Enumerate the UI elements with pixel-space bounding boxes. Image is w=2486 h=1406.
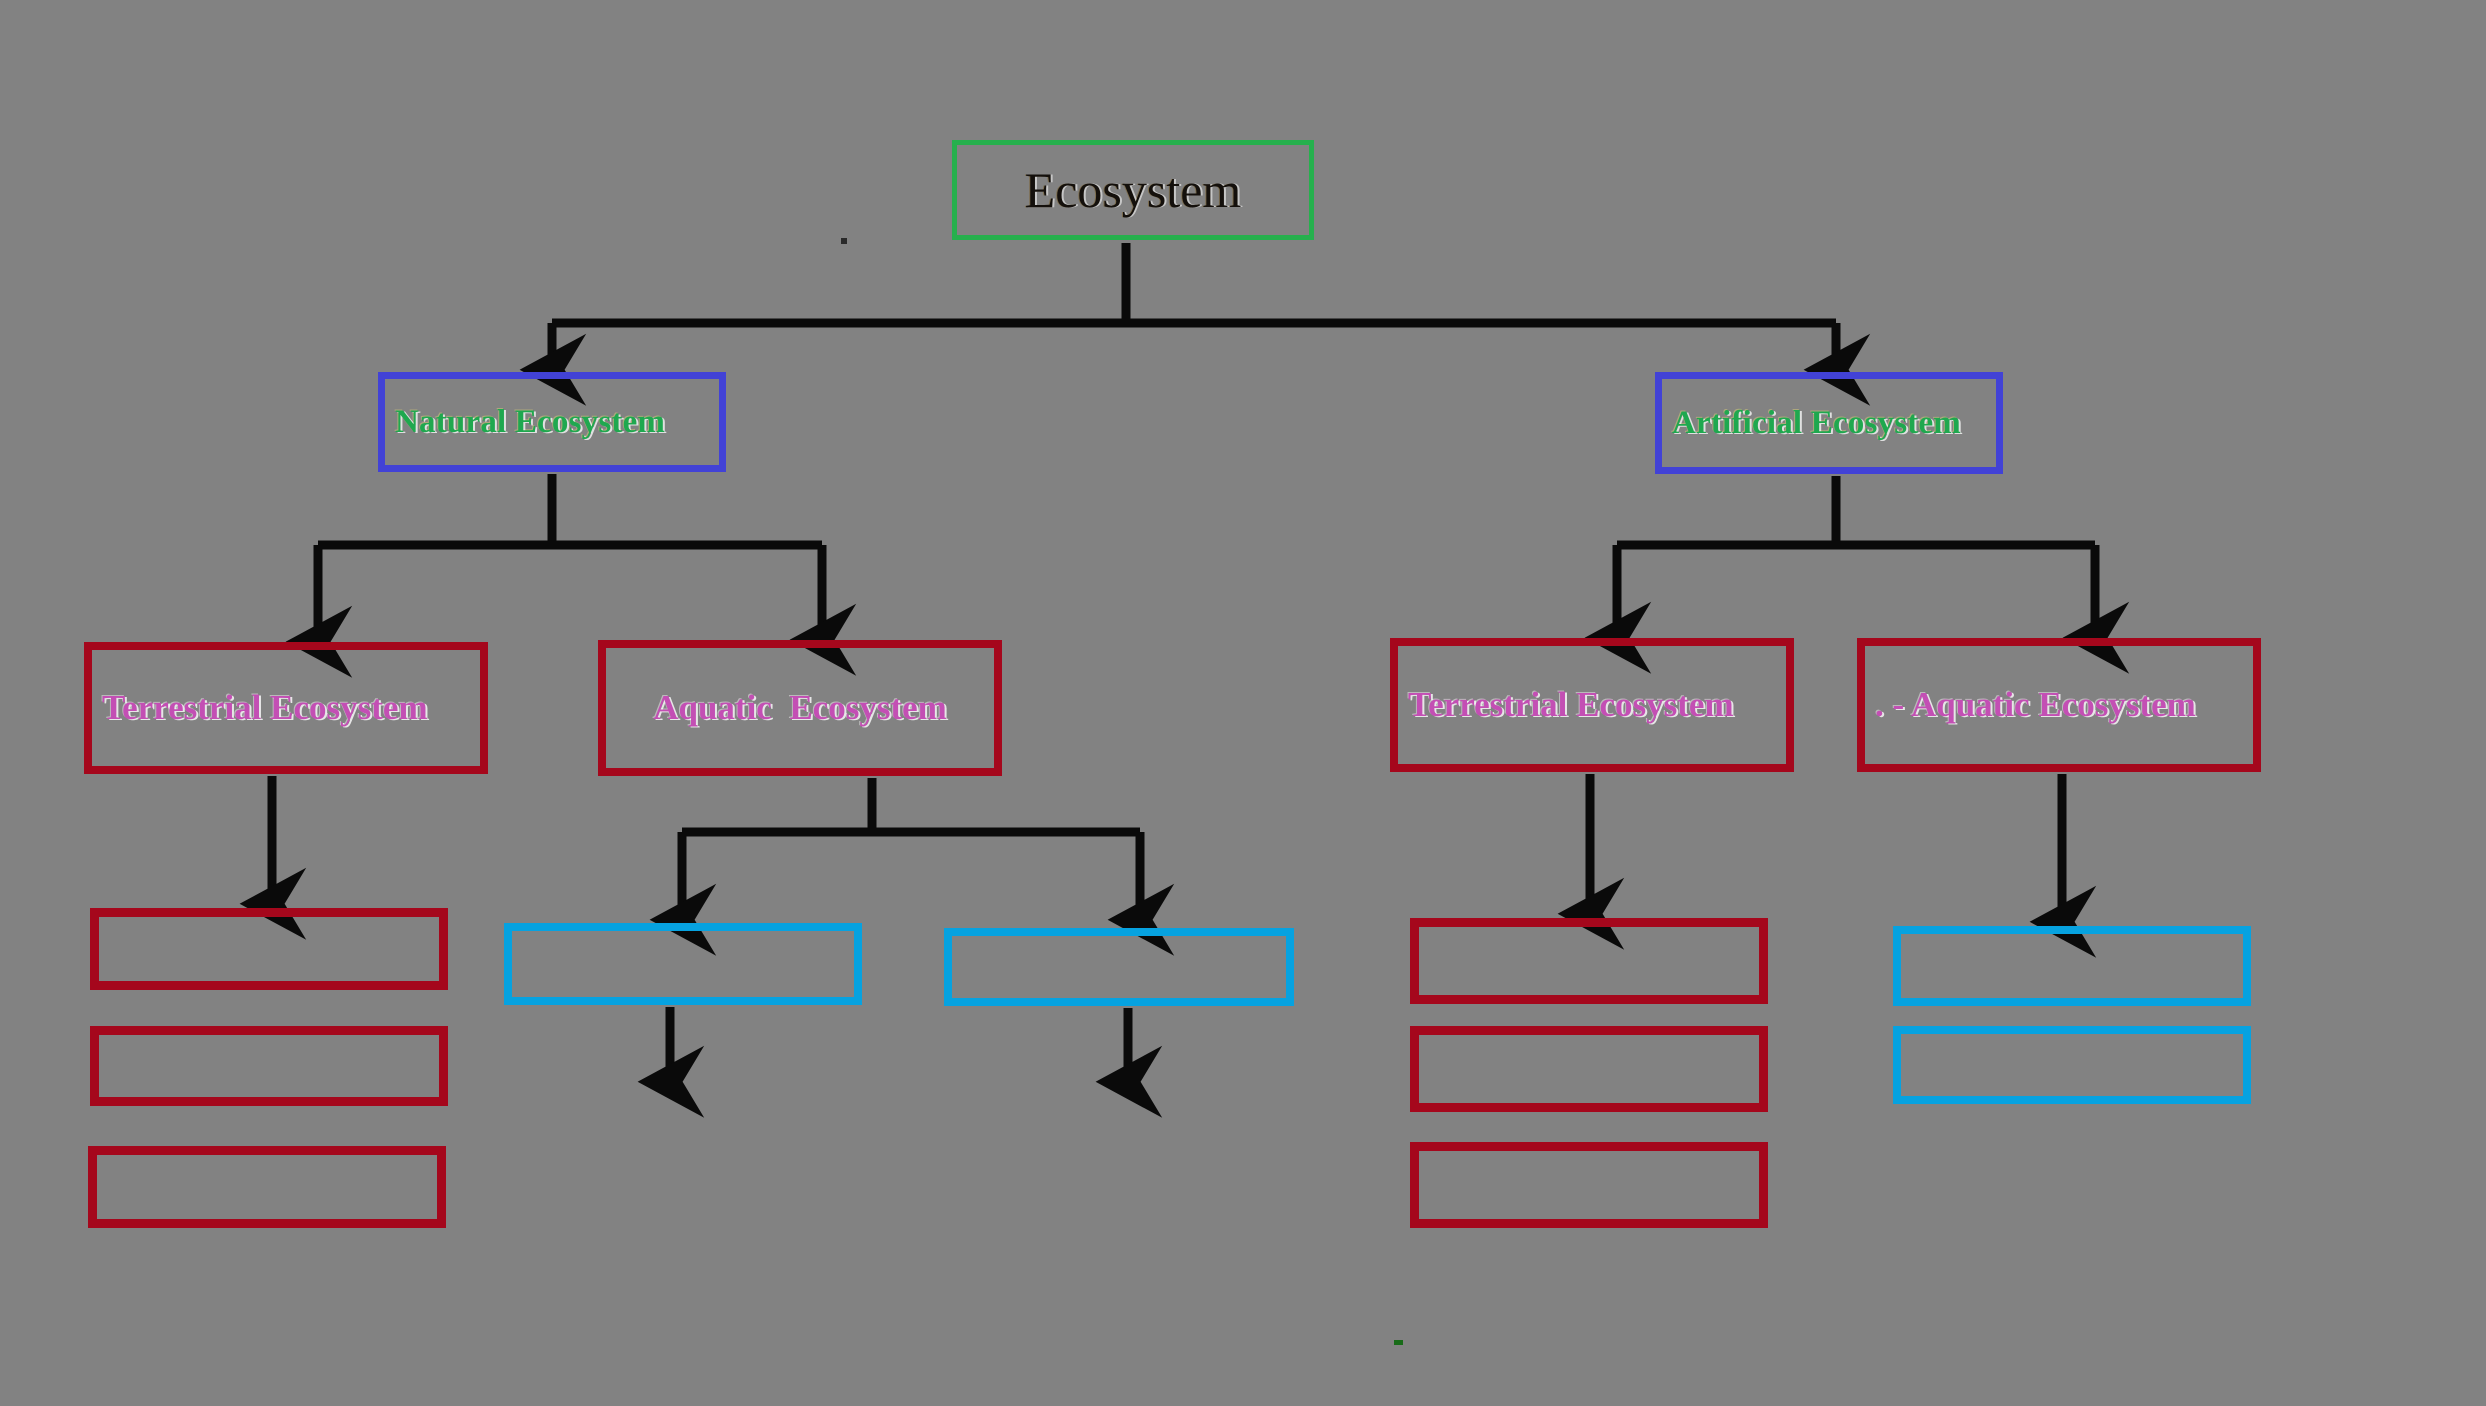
node-label: Terrestrial Ecosystem bbox=[1408, 684, 1734, 724]
node-label: Artificial Ecosystem bbox=[1672, 404, 1961, 441]
node-artificial-aquatic-ecosystem[interactable]: . - Aquatic Ecosystem bbox=[1857, 638, 2261, 772]
node-natural-ecosystem[interactable]: Natural Ecosystem bbox=[378, 372, 726, 472]
leaf-box-artificial-terrestrial-1[interactable] bbox=[1410, 918, 1768, 1004]
leaf-box-natural-terrestrial-1[interactable] bbox=[90, 908, 448, 990]
node-label: Terrestrial Ecosystem bbox=[102, 687, 428, 727]
leaf-box-artificial-terrestrial-3[interactable] bbox=[1410, 1142, 1768, 1228]
leaf-box-natural-aquatic-1[interactable] bbox=[504, 923, 862, 1005]
node-label: Ecosystem bbox=[1024, 161, 1242, 218]
artifact-speck-lower bbox=[1394, 1340, 1403, 1345]
node-natural-aquatic-ecosystem[interactable]: Aquatic Ecosystem bbox=[598, 640, 1002, 776]
leaf-box-artificial-aquatic-1[interactable] bbox=[1893, 926, 2251, 1006]
leaf-box-natural-terrestrial-3[interactable] bbox=[88, 1146, 446, 1228]
node-artificial-terrestrial-ecosystem[interactable]: Terrestrial Ecosystem bbox=[1390, 638, 1794, 772]
leaf-box-artificial-terrestrial-2[interactable] bbox=[1410, 1026, 1768, 1112]
leaf-box-natural-aquatic-2[interactable] bbox=[944, 928, 1294, 1006]
node-label: Natural Ecosystem bbox=[395, 403, 666, 440]
node-natural-terrestrial-ecosystem[interactable]: Terrestrial Ecosystem bbox=[84, 642, 488, 774]
leaf-box-natural-terrestrial-2[interactable] bbox=[90, 1026, 448, 1106]
node-label: Aquatic Ecosystem bbox=[653, 687, 947, 727]
leaf-box-artificial-aquatic-2[interactable] bbox=[1893, 1026, 2251, 1104]
node-label: . - Aquatic Ecosystem bbox=[1875, 684, 2196, 724]
node-ecosystem[interactable]: Ecosystem bbox=[952, 140, 1314, 240]
node-artificial-ecosystem[interactable]: Artificial Ecosystem bbox=[1655, 372, 2003, 474]
artifact-speck-upper bbox=[841, 238, 847, 244]
